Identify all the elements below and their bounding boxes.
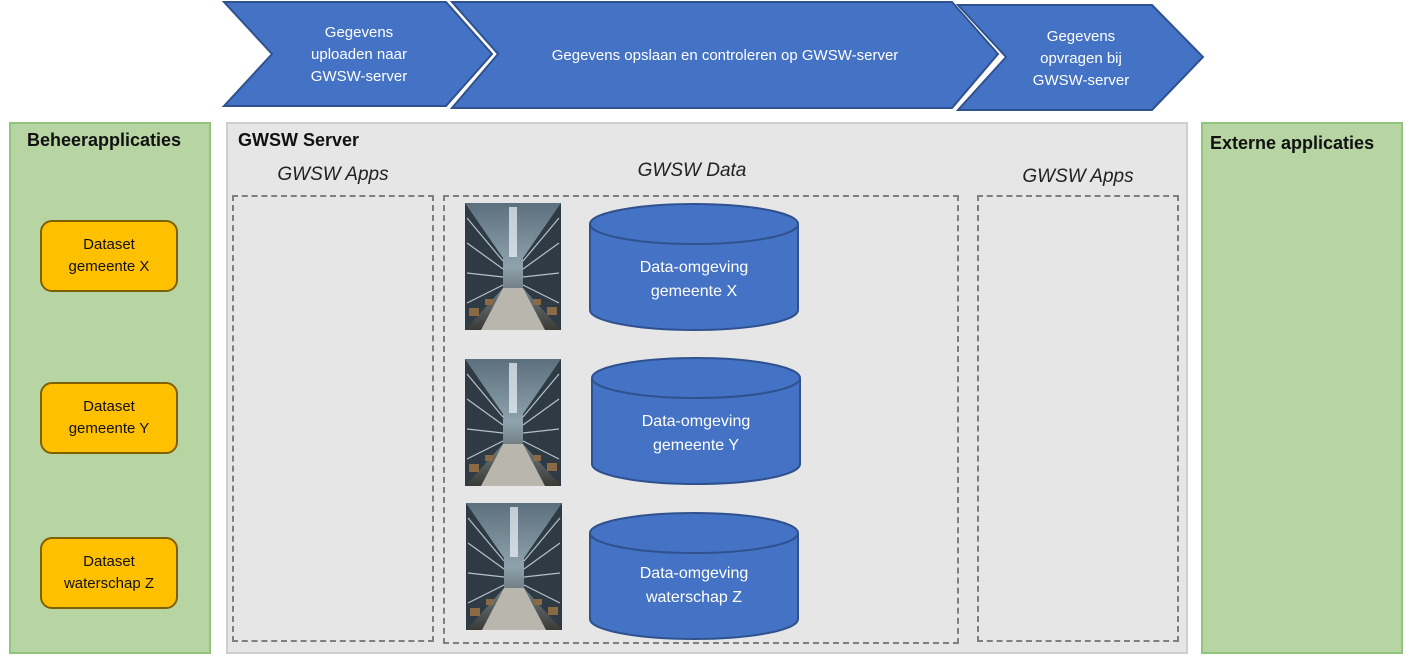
external-apps-title: Externe applicaties — [1210, 133, 1375, 153]
store-arrow-shape — [449, 1, 1000, 109]
warehouse-photo-icon — [466, 503, 562, 630]
apps-right-box — [977, 195, 1179, 642]
management-apps-title: Beheerapplicaties — [27, 130, 182, 150]
apps-left-title: GWSW Apps — [277, 164, 389, 185]
database-cylinder-icon — [591, 357, 801, 485]
data-title: GWSW Data — [637, 160, 747, 181]
apps-left-box — [232, 195, 434, 642]
upload-arrow-shape — [221, 0, 494, 107]
warehouse-photo-icon — [465, 203, 561, 330]
database-cylinder-icon — [589, 203, 799, 331]
request-arrow-shape — [955, 4, 1205, 111]
apps-right-title: GWSW Apps — [1022, 166, 1134, 187]
data-box — [443, 195, 959, 644]
external-apps-panel — [1201, 122, 1403, 654]
server-title: GWSW Server — [238, 130, 360, 150]
process-arrows — [221, 0, 1205, 111]
database-cylinder-icon — [589, 512, 799, 640]
warehouse-photo-icon — [465, 359, 561, 486]
store-arrow-label: Gegevens opslaan en controleren op GWSW-… — [551, 47, 899, 64]
